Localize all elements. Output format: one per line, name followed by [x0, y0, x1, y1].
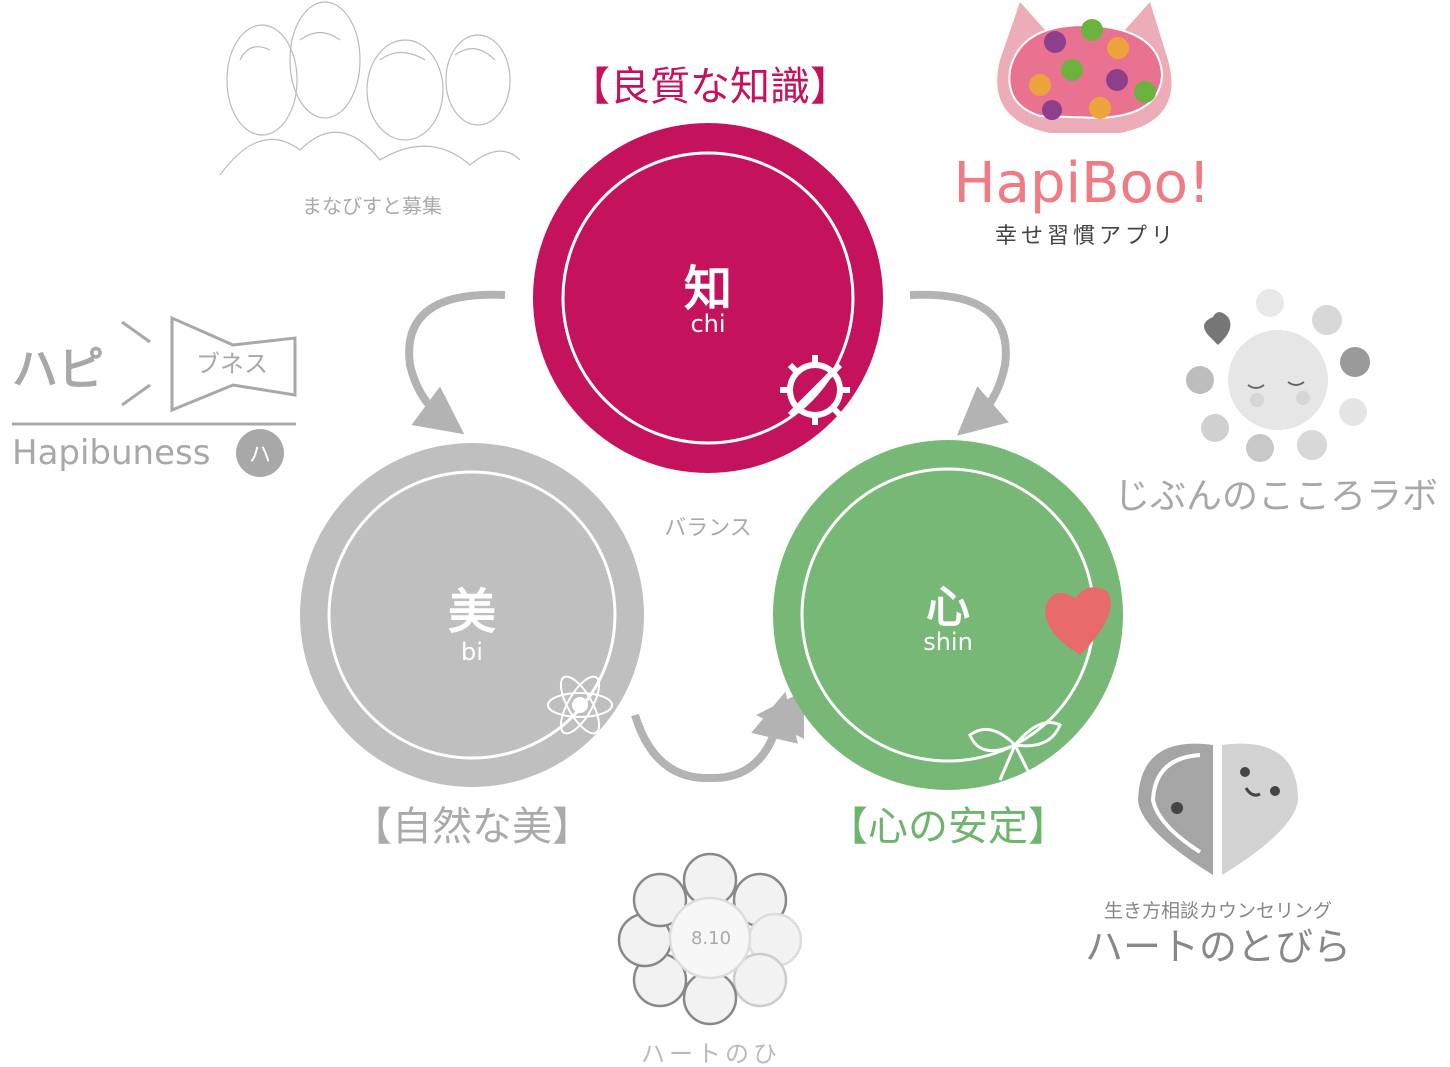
- shin-kanji: 心: [926, 582, 970, 633]
- circle-shin[interactable]: 心 shin: [773, 440, 1123, 790]
- cycle-arrows: [405, 290, 1010, 783]
- manabist-label: まなびすと募集: [302, 194, 442, 218]
- hapibuness-en: Hapibuness: [12, 433, 210, 473]
- hapibuness-jp: ハピ: [12, 342, 104, 396]
- chi-romaji: chi: [690, 310, 725, 338]
- heart-door-logo[interactable]: 生き方相談カウンセリング ハートのとびら: [1085, 743, 1351, 969]
- arrow-chi-shin: [909, 290, 1010, 436]
- faces-sketch-icon: [219, 1, 521, 176]
- heart-day-date: 8.10: [691, 928, 731, 949]
- hapibuness-logo[interactable]: ハピ ブネス Hapibuness ハ: [12, 315, 297, 477]
- circle-bi[interactable]: 美 bi: [300, 443, 644, 787]
- bi-romaji: bi: [461, 638, 483, 666]
- smiling-heart-icon: [1138, 743, 1298, 875]
- balance-label: バランス: [664, 516, 752, 541]
- bi-kanji: 美: [448, 584, 496, 640]
- circle-chi[interactable]: 知 chi: [533, 123, 883, 473]
- kokoro-lab-name: じぶんのこころラボ: [1114, 476, 1438, 517]
- shin-caption: 【心の安定】: [828, 804, 1068, 850]
- gear-icon: [780, 355, 850, 425]
- heart-icon: [1045, 587, 1111, 655]
- atom-icon: [547, 675, 613, 735]
- heart-day-name: ハートのひ: [641, 1040, 781, 1067]
- hapiboo-logo[interactable]: HapiBoo! 幸せ習慣アプリ: [954, 2, 1211, 249]
- heart-flower-icon: [617, 852, 803, 1026]
- cat-badge-icon: [236, 429, 284, 477]
- chi-kanji: 知: [684, 261, 732, 317]
- hapiboo-name: HapiBoo!: [954, 151, 1211, 216]
- ribbon-icon: [170, 315, 297, 413]
- hapibuness-sub: ブネス: [196, 350, 268, 378]
- pink-cat-icon: [997, 2, 1172, 133]
- heart-door-tagline: 生き方相談カウンセリング: [1104, 900, 1332, 922]
- shin-romaji: shin: [923, 628, 973, 656]
- arrow-chi-bi: [405, 290, 506, 435]
- manabist-logo[interactable]: まなびすと募集: [219, 1, 521, 218]
- kokoro-lab-logo[interactable]: じぶんのこころラボ: [1114, 289, 1438, 517]
- bi-caption: 【自然な美】: [352, 804, 592, 850]
- arrow-bi-shin: [631, 691, 798, 783]
- heart-day-logo[interactable]: 8.10 ハートのひ: [617, 852, 803, 1067]
- heart-door-name: ハートのとびら: [1085, 925, 1351, 969]
- hapiboo-tagline: 幸せ習慣アプリ: [995, 224, 1177, 249]
- sun-face-icon: [1186, 289, 1370, 462]
- chi-caption: 【良質な知識】: [570, 64, 850, 110]
- ribbon-bow-icon: [968, 721, 1062, 781]
- bracket-icon: [121, 320, 151, 407]
- cat-badge-label: ハ: [249, 443, 271, 468]
